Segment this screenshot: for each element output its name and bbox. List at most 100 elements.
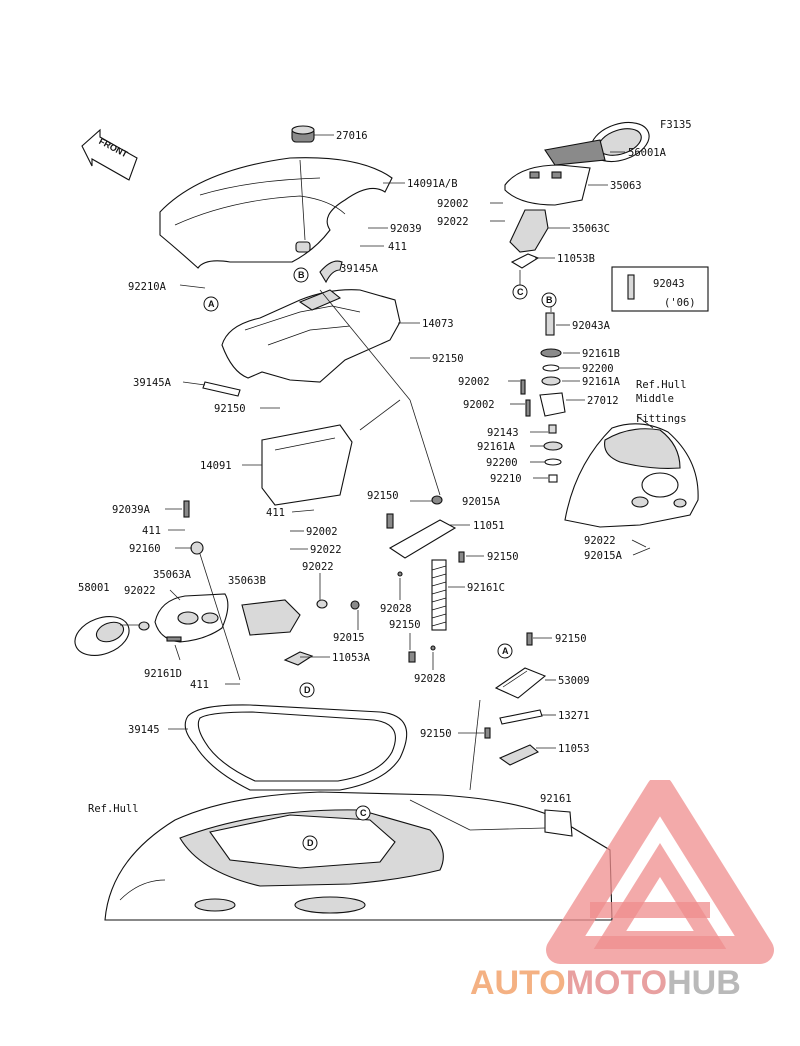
label-27016: 27016 bbox=[336, 130, 368, 142]
cap-27016 bbox=[291, 125, 315, 143]
option-note: ('06) bbox=[664, 297, 696, 309]
housing-35063 bbox=[504, 164, 591, 206]
callout-a-upper: A bbox=[203, 296, 219, 312]
callout-c-lower: C bbox=[355, 805, 371, 821]
washer-92161a-lower bbox=[543, 441, 563, 451]
label-11053b: 11053B bbox=[557, 253, 595, 265]
svg-text:D: D bbox=[307, 838, 314, 848]
option-box-92043: 92043 ('06) bbox=[611, 266, 709, 312]
svg-text:C: C bbox=[360, 808, 367, 818]
bolt-92043a bbox=[545, 312, 555, 336]
callout-d-middle: D bbox=[299, 682, 315, 698]
pin-92028-b bbox=[430, 645, 436, 651]
callout-b-upper: B bbox=[293, 267, 309, 283]
ref-hull-middle-fittings bbox=[564, 423, 699, 528]
callout-d-lower: D bbox=[302, 835, 318, 851]
rod-13271 bbox=[499, 709, 543, 725]
label-92150-d: 92150 bbox=[487, 551, 519, 563]
washer-92022-c bbox=[316, 599, 328, 609]
label-11053: 11053 bbox=[558, 743, 590, 755]
nut-92015a bbox=[431, 495, 443, 505]
panel-14091 bbox=[261, 424, 353, 506]
bolt-92150-e bbox=[408, 651, 416, 663]
label-411-b: 411 bbox=[266, 507, 285, 519]
label-92150-e: 92150 bbox=[389, 619, 421, 631]
label-92161: 92161 bbox=[540, 793, 572, 805]
label-14091ab: 14091A/B bbox=[407, 178, 458, 190]
label-92161c: 92161C bbox=[467, 582, 505, 594]
washer-92200-lower bbox=[544, 458, 562, 466]
bracket-27012 bbox=[539, 392, 566, 417]
label-92022-b: 92022 bbox=[124, 585, 156, 597]
label-35063a: 35063A bbox=[153, 569, 192, 581]
label-53009: 53009 bbox=[558, 675, 590, 687]
ref-hull-middle-line2: Middle bbox=[636, 393, 674, 405]
ref-hull-middle-line1: Ref.Hull bbox=[636, 379, 687, 391]
seat-cover-14091ab bbox=[159, 157, 393, 269]
svg-text:C: C bbox=[517, 287, 524, 297]
strip-39145a-left bbox=[202, 381, 241, 397]
label-92002-b: 92002 bbox=[437, 198, 469, 210]
label-39145a-a: 39145A bbox=[340, 263, 379, 275]
label-92150-g: 92150 bbox=[420, 728, 452, 740]
svg-text:A: A bbox=[208, 299, 215, 309]
label-92150-f: 92150 bbox=[555, 633, 587, 645]
bracket-35063c bbox=[509, 209, 549, 253]
label-92028-b: 92028 bbox=[414, 673, 446, 685]
callout-a-middle: A bbox=[497, 643, 513, 659]
label-411-c: 411 bbox=[142, 525, 161, 537]
label-39145: 39145 bbox=[128, 724, 160, 736]
plate-11053a bbox=[283, 651, 314, 666]
bolt-92039a bbox=[183, 500, 190, 518]
ref-hull-label: Ref.Hull bbox=[88, 803, 139, 815]
nut-92210 bbox=[548, 474, 558, 483]
label-14091: 14091 bbox=[200, 460, 232, 472]
option-part-92043: 92043 bbox=[653, 278, 685, 290]
label-92161b: 92161B bbox=[582, 348, 620, 360]
gas-spring-92161c bbox=[431, 559, 447, 631]
mirror-58001 bbox=[74, 616, 130, 656]
label-92022-a: 92022 bbox=[310, 544, 342, 556]
label-92028-a: 92028 bbox=[380, 603, 412, 615]
leader-lines bbox=[120, 134, 654, 831]
bolt-92002-d bbox=[525, 399, 531, 417]
label-92161a-a: 92161A bbox=[582, 376, 621, 388]
watermark-moto: MOTO bbox=[565, 964, 668, 1002]
label-92002-c: 92002 bbox=[458, 376, 490, 388]
grommet-27016 bbox=[295, 241, 311, 253]
watermark-text: AUTOMOTOHUB bbox=[470, 964, 800, 1004]
label-39145a-b: 39145A bbox=[133, 377, 172, 389]
label-92039: 92039 bbox=[390, 223, 422, 235]
label-56001a: 56001A bbox=[628, 147, 667, 159]
label-411-a: 411 bbox=[388, 241, 407, 253]
label-92015a-a: 92015A bbox=[462, 496, 501, 508]
label-35063c: 35063C bbox=[572, 223, 610, 235]
label-35063: 35063 bbox=[610, 180, 642, 192]
bracket-11053 bbox=[498, 744, 539, 766]
label-27012: 27012 bbox=[587, 395, 619, 407]
label-92161a-b: 92161A bbox=[477, 441, 516, 453]
frame-14073 bbox=[221, 289, 401, 383]
watermark-logo-icon bbox=[546, 780, 774, 964]
housing-35063a bbox=[154, 593, 229, 643]
label-92022-d: 92022 bbox=[437, 216, 469, 228]
latch-53009 bbox=[494, 667, 547, 699]
label-92161d: 92161D bbox=[144, 668, 182, 680]
label-92210: 92210 bbox=[490, 473, 522, 485]
label-92043a: 92043A bbox=[572, 320, 611, 332]
label-92015: 92015 bbox=[333, 632, 365, 644]
washer-92161b bbox=[540, 348, 562, 358]
bracket-35063b bbox=[241, 599, 301, 636]
label-92200-a: 92200 bbox=[582, 363, 614, 375]
washer-92200-upper bbox=[542, 364, 560, 372]
callout-b-right: B bbox=[541, 292, 557, 308]
nut-92143 bbox=[548, 424, 557, 434]
svg-text:A: A bbox=[502, 646, 509, 656]
bolt-92150-d bbox=[458, 551, 465, 563]
washer-92161a-upper bbox=[541, 376, 561, 386]
pin-92028-a bbox=[397, 571, 403, 577]
label-92039a: 92039A bbox=[112, 504, 151, 516]
spacer-92161d bbox=[166, 636, 182, 642]
label-92002-a: 92002 bbox=[306, 526, 338, 538]
